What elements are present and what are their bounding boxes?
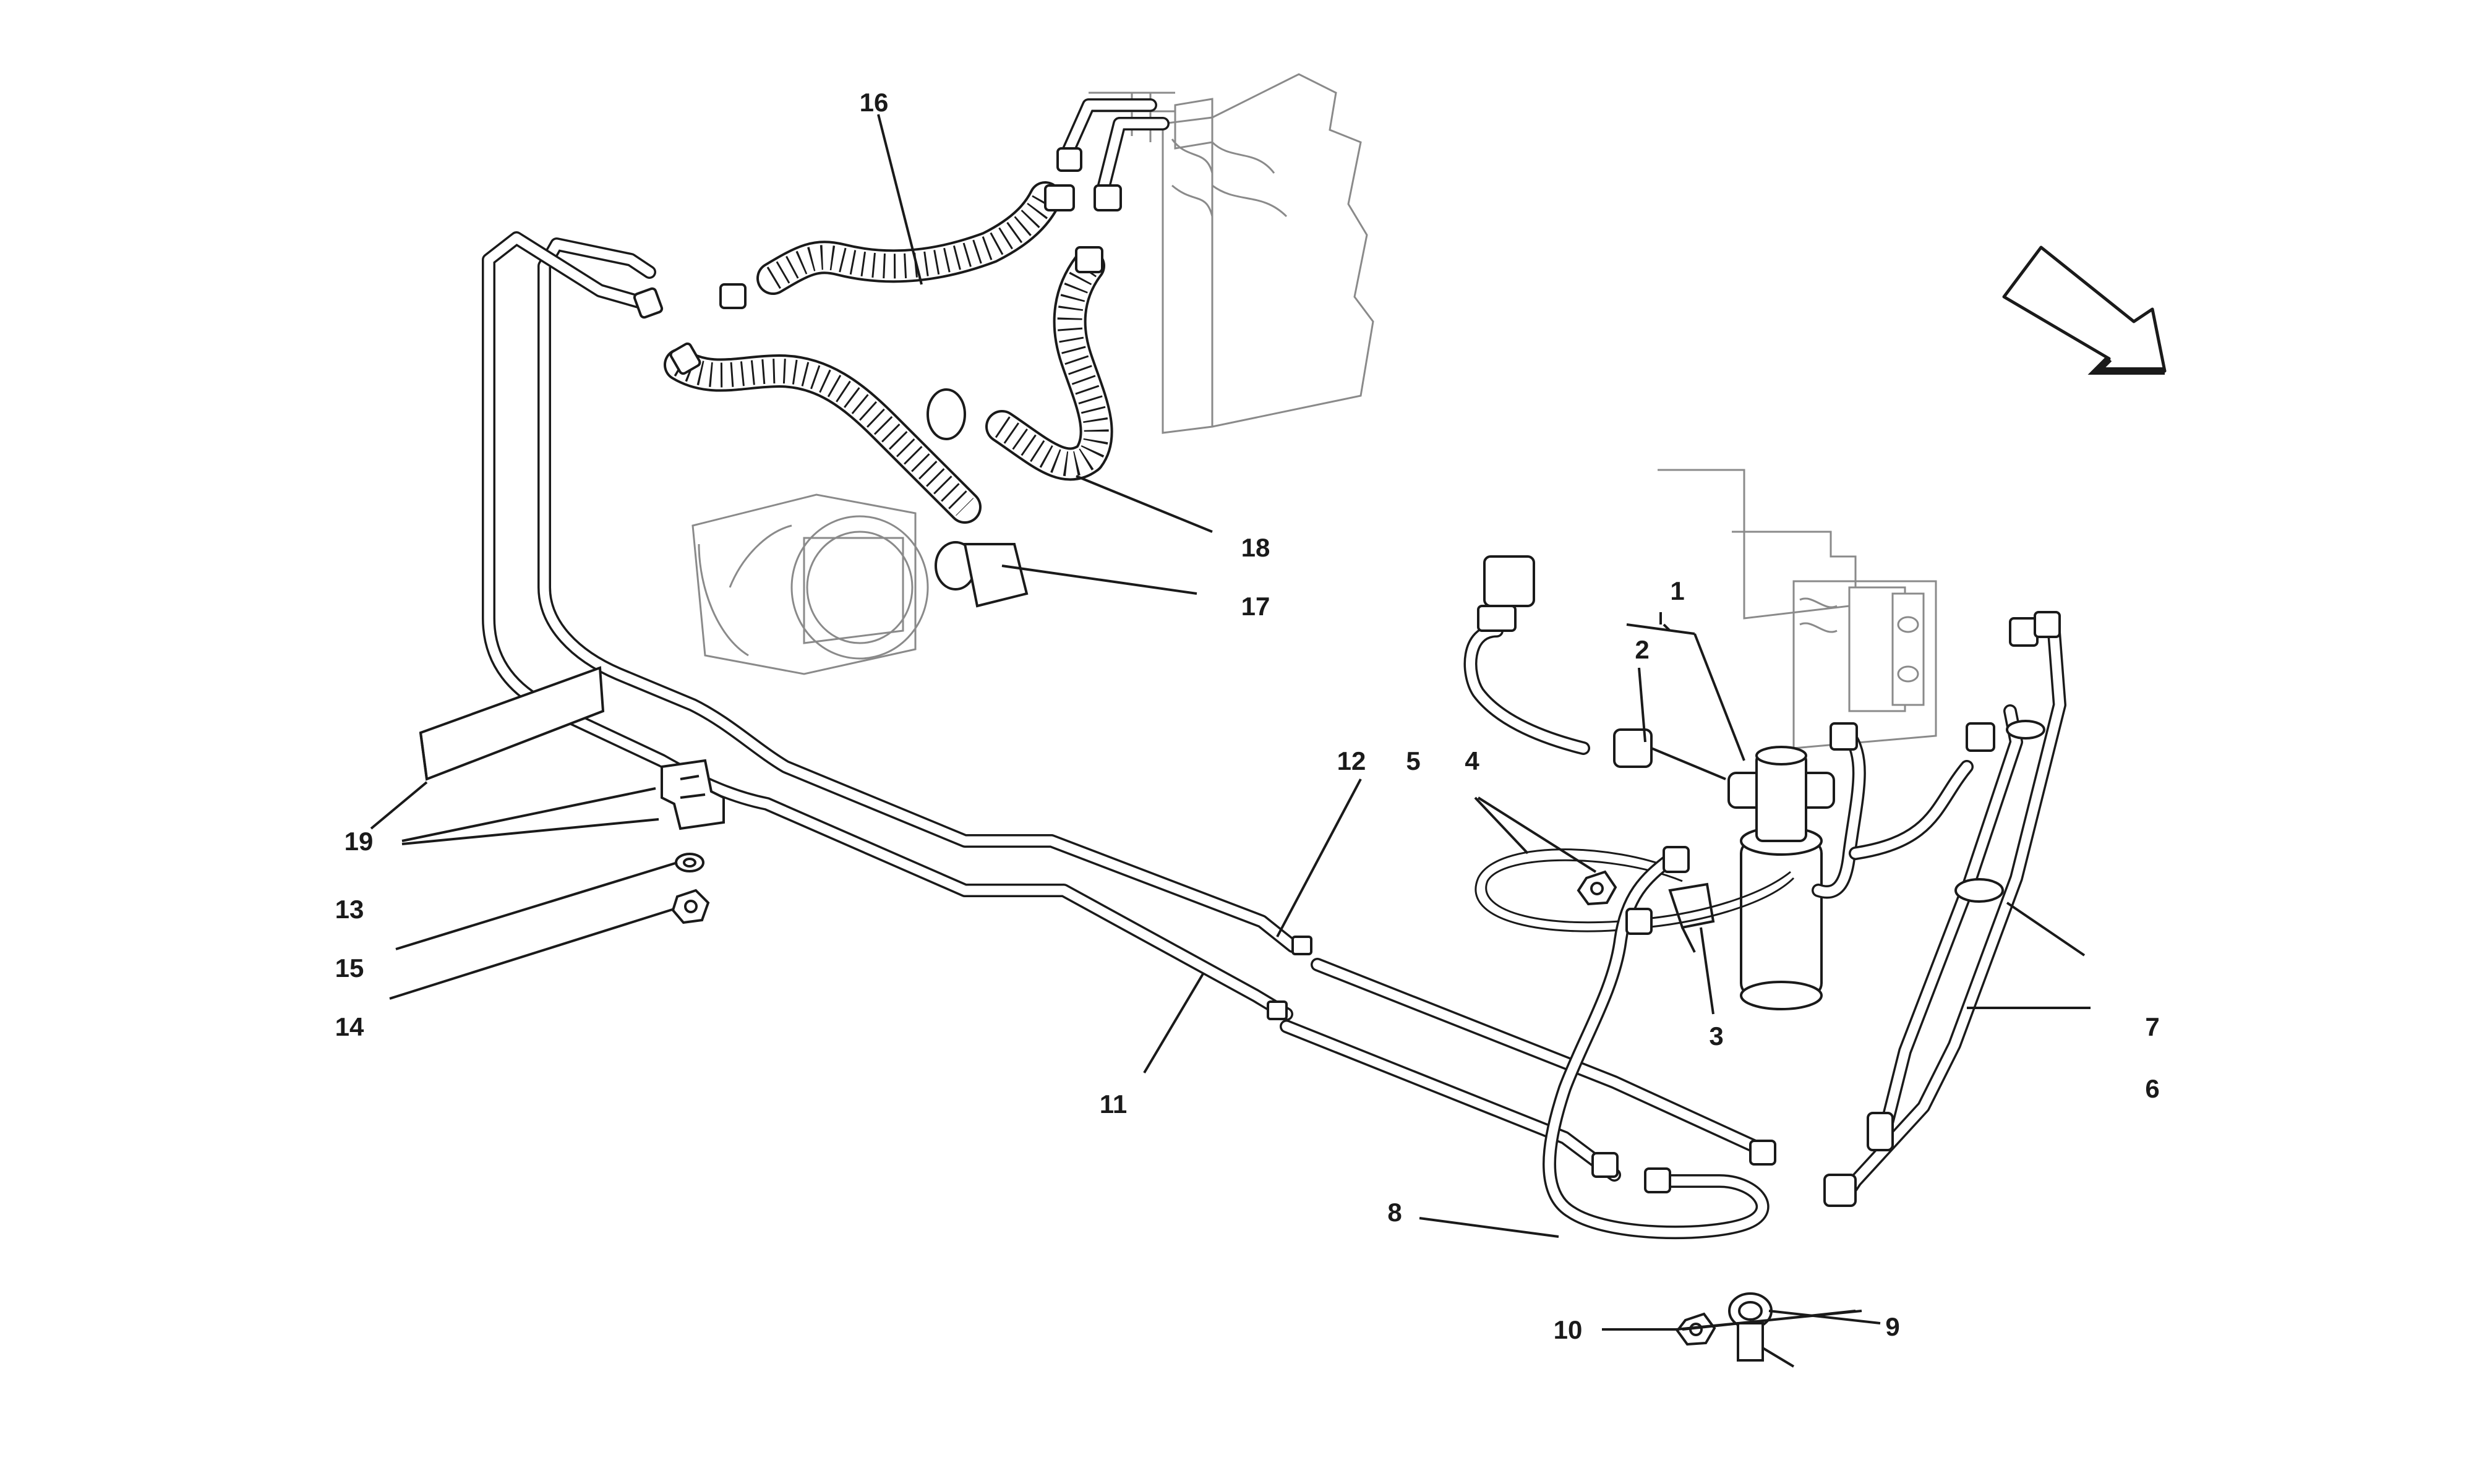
bracket-3 xyxy=(1668,882,1715,953)
hose-18 xyxy=(985,249,1113,481)
nut-14 xyxy=(671,889,710,924)
callout-4: 4 xyxy=(1465,746,1479,775)
hose-8 xyxy=(1543,846,1770,1240)
hose-fittings xyxy=(633,147,1122,608)
clip-13 xyxy=(661,759,725,830)
callout-13: 13 xyxy=(335,895,364,924)
pressure-switch xyxy=(1463,555,1726,780)
washer-15 xyxy=(675,853,704,872)
hose-17 xyxy=(664,348,982,524)
tube-12-section-2 xyxy=(1311,958,1770,1157)
receiver-drier xyxy=(1727,746,1835,1010)
tube-end-fittings xyxy=(1267,936,1776,1193)
evaporator-context xyxy=(1658,469,1937,749)
callout-1: 1 xyxy=(1670,576,1684,605)
callout-8: 8 xyxy=(1387,1198,1402,1227)
compressor-context xyxy=(691,493,929,675)
callout-16: 16 xyxy=(860,88,889,117)
nut-4 xyxy=(1577,870,1617,906)
hose-6-7 xyxy=(1823,611,2066,1207)
radiator-pipes xyxy=(1057,98,1170,205)
leader-lines xyxy=(370,114,2091,1331)
callout-19: 19 xyxy=(345,827,374,856)
callout-12: 12 xyxy=(1337,746,1366,775)
callout-2: 2 xyxy=(1635,635,1649,664)
callout-9: 9 xyxy=(1885,1312,1899,1341)
pad-19 xyxy=(419,666,605,781)
callout-10: 10 xyxy=(1554,1315,1583,1344)
tube-12-long-line xyxy=(537,237,1299,953)
callout-5: 5 xyxy=(1406,746,1420,775)
callout-15: 15 xyxy=(335,953,364,983)
cable-5 xyxy=(1475,848,1795,932)
callout-17: 17 xyxy=(1241,592,1270,621)
callout-7: 7 xyxy=(2145,1012,2159,1041)
callout-14: 14 xyxy=(335,1012,364,1041)
callout-11: 11 xyxy=(1100,1090,1127,1119)
callout-3: 3 xyxy=(1709,1021,1723,1051)
hose-main-loop xyxy=(1812,617,2039,899)
tube-11-long-line xyxy=(482,231,1293,1021)
direction-arrow-icon xyxy=(2002,245,2167,375)
clamp-9 xyxy=(1728,1292,1795,1368)
callout-18: 18 xyxy=(1241,533,1270,562)
callout-6: 6 xyxy=(2145,1074,2159,1103)
callout-labels: 16 18 17 1 2 12 5 4 3 7 6 11 8 9 10 19 1… xyxy=(335,88,2160,1344)
